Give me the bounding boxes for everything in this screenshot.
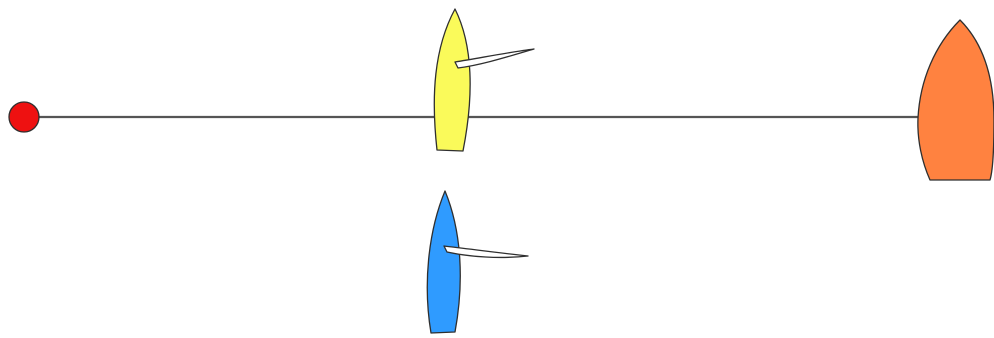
orange-boat [917,19,994,181]
blue-boat [426,190,529,334]
yellow-boat [433,8,535,152]
yellow-boat-hull [433,8,471,152]
blue-boat-hull [426,190,461,334]
orange-boat-hull [917,19,994,181]
yellow-boat-sail [454,48,535,69]
mark-buoy [8,101,40,133]
blue-boat-sail [443,245,529,259]
